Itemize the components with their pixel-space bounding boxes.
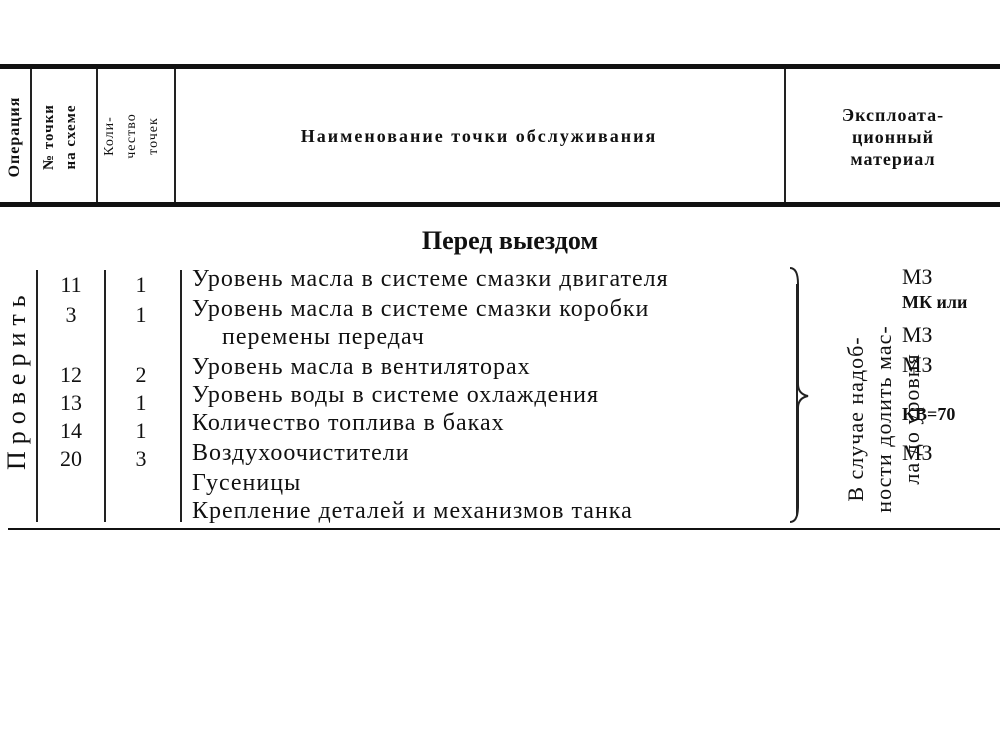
header-operation: Операция <box>6 96 23 178</box>
row-point-6: 20 <box>60 446 82 471</box>
material-4: МЗ <box>902 352 933 377</box>
right-brace-line <box>796 284 798 516</box>
header-divider-1 <box>30 69 32 202</box>
body-divider-1 <box>36 270 38 522</box>
header-point-number: № точки на схеме <box>38 72 92 202</box>
note-line2: ности долить мас- <box>871 325 896 513</box>
header-count-line2: чество <box>124 113 139 159</box>
row-name-3: Уровень масла в вентиляторах <box>192 354 531 380</box>
material-2: МК или <box>902 292 968 312</box>
row-count-5: 1 <box>135 418 147 443</box>
row-point-2: 3 <box>65 302 77 327</box>
row-point-4: 13 <box>60 390 82 415</box>
row-name-6: Воздухоочистители <box>192 440 410 466</box>
row-name-4: Уровень воды в системе охлаждения <box>192 382 599 408</box>
row-name-2-cont: перемены передач <box>222 324 425 350</box>
header-material-line3: материал <box>850 149 936 169</box>
material-6: МЗ <box>902 440 933 465</box>
row-name-1: Уровень масла в системе смазки двигателя <box>192 266 669 292</box>
table-bottom-rule <box>8 528 1000 530</box>
header-count: Коли- чество точек <box>99 71 171 201</box>
header-material-line1: Эксплоата- <box>841 105 945 125</box>
row-count-3: 2 <box>135 362 147 387</box>
row-point-1: 11 <box>60 272 82 297</box>
header-divider-2 <box>96 69 98 202</box>
row-point-3: 12 <box>60 362 82 387</box>
header-name: Наименование точки обслуживания <box>300 126 658 146</box>
body-divider-2 <box>104 270 106 522</box>
note-line1: В случае надоб- <box>843 336 868 502</box>
header-bottom-rule <box>0 202 1000 207</box>
header-point-number-line1: № точки <box>41 104 57 170</box>
row-count-2: 1 <box>135 302 147 327</box>
row-count-4: 1 <box>135 390 147 415</box>
header-point-number-line2: на схеме <box>63 104 79 170</box>
header-material-line2: ционный <box>852 127 934 147</box>
row-name-8: Крепление деталей и механизмов танка <box>192 498 633 524</box>
row-name-7: Гусеницы <box>192 470 302 496</box>
header-count-line3: точек <box>146 117 161 155</box>
material-5: КВ=70 <box>902 404 956 424</box>
material-3: МЗ <box>902 322 933 347</box>
row-name-5: Количество топлива в баках <box>192 410 505 436</box>
body-divider-3 <box>180 270 182 522</box>
header-material: Эксплоата- ционный материал <box>786 104 1000 170</box>
row-count-6: 3 <box>135 446 147 471</box>
row-name-2: Уровень масла в системе смазки коробки <box>192 296 650 322</box>
header-divider-4 <box>784 69 786 202</box>
header-divider-3 <box>174 69 176 202</box>
header-count-line1: Коли- <box>102 116 117 156</box>
material-1: МЗ <box>902 264 933 289</box>
row-count-1: 1 <box>135 272 147 297</box>
section-title: Перед выездом <box>421 226 599 255</box>
curly-brace-icon <box>789 267 809 523</box>
table-top-rule <box>0 64 1000 69</box>
operation-label: Проверить <box>2 288 31 470</box>
row-point-5: 14 <box>60 418 82 443</box>
